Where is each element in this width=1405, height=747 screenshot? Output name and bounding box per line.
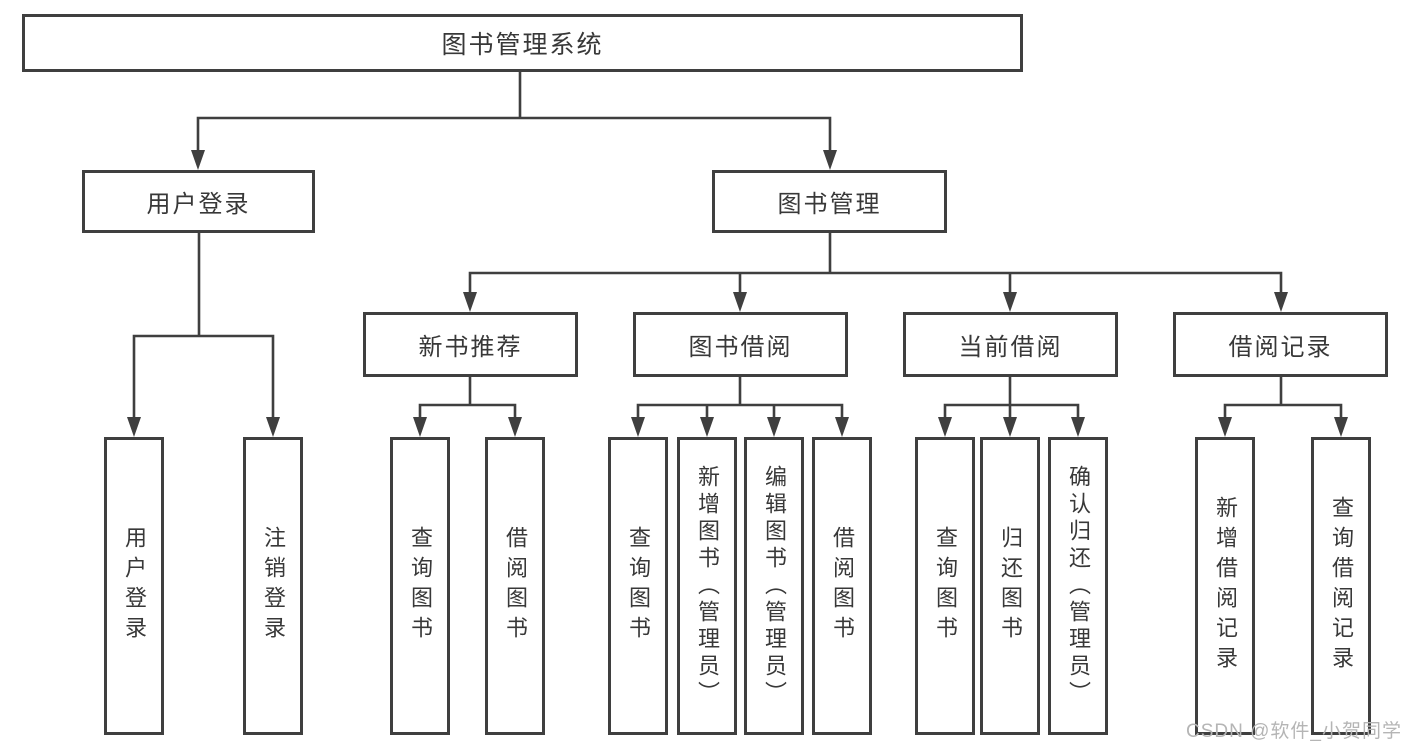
csdn-watermark: CSDN @软件_小贺同学 [1186, 721, 1402, 742]
node-label: 归还图书 [998, 526, 1023, 646]
node-label: 查询借阅记录 [1329, 496, 1354, 676]
leaf-user-login: 用户登录 [104, 437, 164, 735]
node-book-management: 图书管理 [712, 170, 947, 233]
leaf-borrow-books-borrowing: 借阅图书 [812, 437, 872, 735]
node-label: 确认归还（管理员） [1066, 464, 1091, 708]
node-label: 当前借阅 [958, 334, 1063, 361]
node-label: 图书管理系统 [441, 31, 604, 59]
node-label: 新书推荐 [418, 334, 523, 361]
node-label: 注销登录 [261, 526, 286, 646]
node-label: 新增图书（管理员） [695, 464, 720, 708]
leaf-confirm-return-admin: 确认归还（管理员） [1048, 437, 1108, 735]
node-label: 借阅图书 [830, 526, 855, 646]
node-label: 图书管理 [777, 191, 882, 218]
leaf-add-book-admin: 新增图书（管理员） [677, 437, 737, 735]
node-label: 用户登录 [122, 526, 147, 646]
node-label: 新增借阅记录 [1213, 496, 1238, 676]
leaf-edit-book-admin: 编辑图书（管理员） [744, 437, 804, 735]
leaf-borrow-books-recommend: 借阅图书 [485, 437, 545, 735]
leaf-add-borrow-record: 新增借阅记录 [1195, 437, 1255, 735]
node-label: 查询图书 [408, 526, 433, 646]
node-label: 图书借阅 [688, 334, 793, 361]
node-current-borrowing: 当前借阅 [903, 312, 1118, 377]
node-label: 借阅图书 [503, 526, 528, 646]
node-new-book-recommend: 新书推荐 [363, 312, 578, 377]
leaf-query-books-recommend: 查询图书 [390, 437, 450, 735]
leaf-logout: 注销登录 [243, 437, 303, 735]
node-book-borrowing: 图书借阅 [633, 312, 848, 377]
node-label: 查询图书 [626, 526, 651, 646]
leaf-query-books-borrowing: 查询图书 [608, 437, 668, 735]
leaf-return-book: 归还图书 [980, 437, 1040, 735]
node-label: 查询图书 [933, 526, 958, 646]
leaf-query-borrow-record: 查询借阅记录 [1311, 437, 1371, 735]
node-user-login: 用户登录 [82, 170, 315, 233]
node-library-management-system: 图书管理系统 [22, 14, 1023, 72]
node-label: 借阅记录 [1228, 334, 1333, 361]
node-borrow-records: 借阅记录 [1173, 312, 1388, 377]
leaf-query-books-current: 查询图书 [915, 437, 975, 735]
node-label: 用户登录 [146, 191, 251, 218]
node-label: 编辑图书（管理员） [762, 464, 787, 708]
